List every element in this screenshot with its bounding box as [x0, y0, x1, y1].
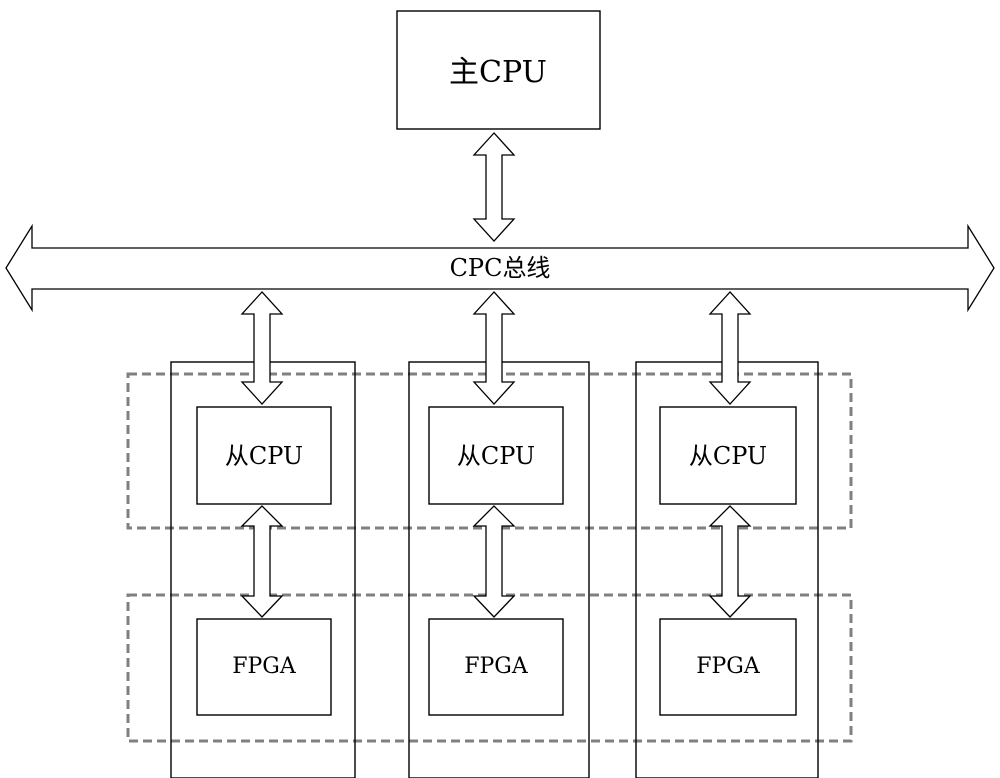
- slave-cpu-node-3: 从CPU: [659, 406, 797, 505]
- fpga-label-3: FPGA: [696, 654, 761, 679]
- slave-cpu-fpga-arrow-3: [708, 505, 752, 618]
- fpga-box-1: [196, 618, 332, 716]
- fpga-label-2: FPGA: [464, 654, 529, 679]
- main-cpu-node: 主CPU: [396, 10, 601, 130]
- slave-cpu-label-1: 从CPU: [225, 442, 303, 470]
- fpga-node-2: FPGA: [428, 618, 564, 716]
- main-cpu-bus-arrow: [472, 132, 516, 242]
- slave-cpu-label-2: 从CPU: [457, 442, 535, 470]
- bus-slave-cpu-arrow-2: [472, 291, 516, 405]
- main-cpu-label: 主CPU: [449, 55, 547, 90]
- fpga-label-1: FPGA: [232, 654, 297, 679]
- fpga-node-1: FPGA: [196, 618, 332, 716]
- bus-slave-cpu-arrow-1: [240, 291, 284, 405]
- slave-cpu-label-3: 从CPU: [689, 442, 767, 470]
- slave-cpu-node-2: 从CPU: [428, 406, 564, 505]
- slave-cpu-fpga-arrow-1: [240, 505, 284, 618]
- fpga-box-2: [428, 618, 564, 716]
- cpc-bus-label: CPC总线: [450, 254, 551, 282]
- slave-cpu-box-3: [659, 406, 797, 505]
- slave-cpu-box-2: [428, 406, 564, 505]
- cpc-bus: CPC总线: [5, 223, 995, 313]
- slave-cpu-node-1: 从CPU: [196, 406, 332, 505]
- cpc-bus-arrow: [5, 223, 995, 313]
- main-cpu-box: [396, 10, 601, 130]
- bus-slave-cpu-arrow-3: [708, 291, 752, 405]
- slave-cpu-fpga-arrow-2: [472, 505, 516, 618]
- fpga-box-3: [659, 618, 797, 716]
- slave-cpu-box-1: [196, 406, 332, 505]
- fpga-node-3: FPGA: [659, 618, 797, 716]
